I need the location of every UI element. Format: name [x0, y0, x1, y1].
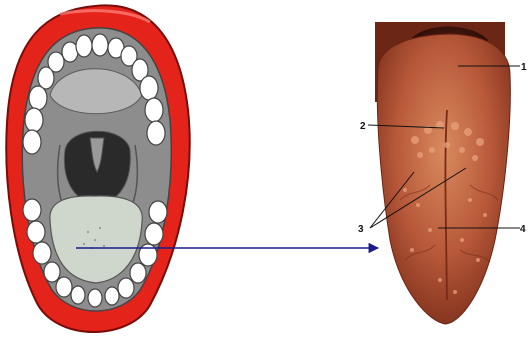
label-4: 4: [520, 224, 526, 235]
open-mouth-illustration: [6, 5, 189, 332]
label-1: 1: [521, 62, 527, 73]
label-3: 3: [358, 224, 364, 235]
tongue-photo: [375, 22, 510, 324]
label-2: 2: [360, 121, 366, 132]
photo-tongue: [377, 34, 510, 324]
